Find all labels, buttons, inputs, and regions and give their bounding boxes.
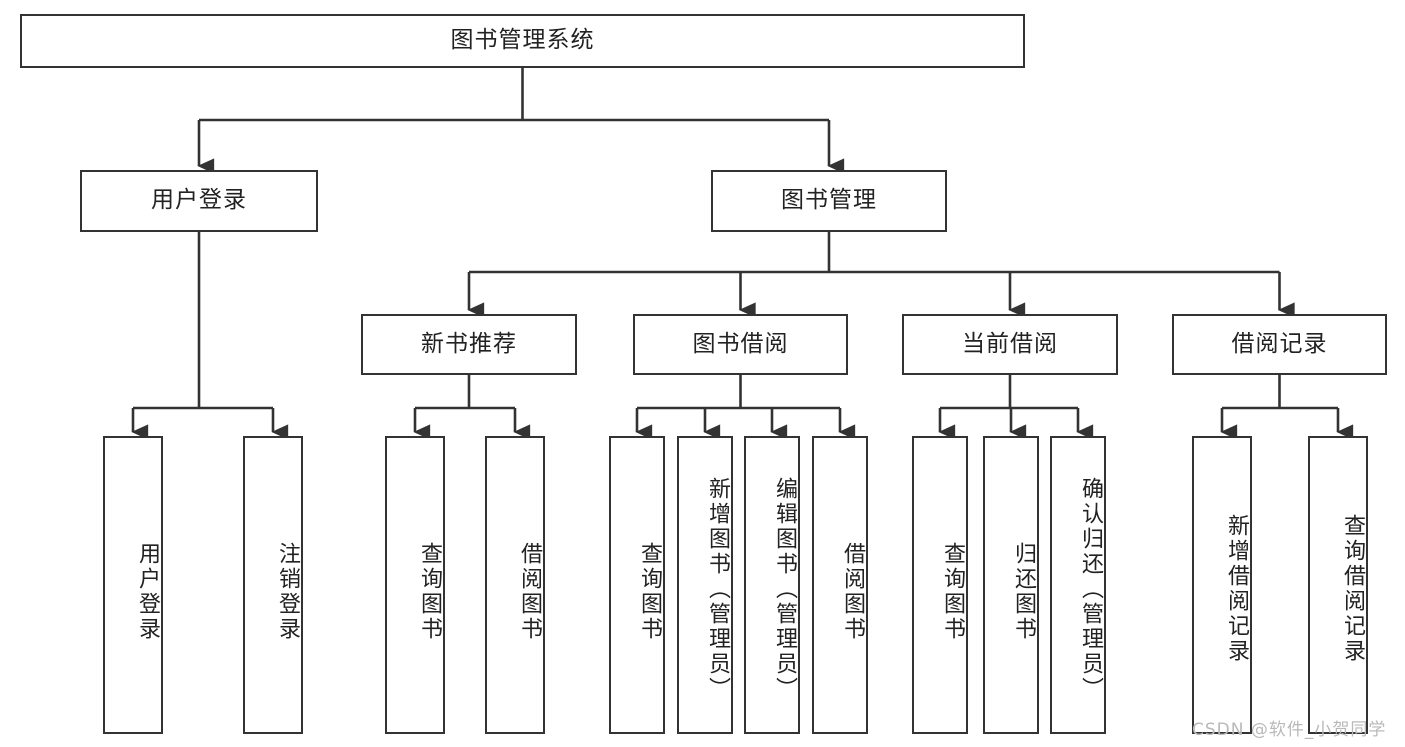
node-label: 注销登录: [275, 542, 300, 642]
level1-node-用户登录: 用户登录: [80, 170, 318, 232]
node-label: 查询图书: [637, 542, 662, 642]
leaf-node-用户登录: 用户登录: [103, 436, 163, 734]
node-label: 新增借阅记录: [1224, 514, 1249, 664]
node-label: 查询图书: [417, 542, 442, 642]
node-label: 确认归还（管理员）: [1078, 476, 1103, 702]
level2-node-图书借阅: 图书借阅: [633, 314, 848, 375]
node-label: 归还图书: [1011, 542, 1036, 642]
leaf-node-查询图书: 查询图书: [609, 436, 665, 734]
node-label: 查询借阅记录: [1340, 514, 1365, 664]
leaf-node-借阅图书: 借阅图书: [485, 436, 545, 734]
leaf-node-编辑图书管理员: 编辑图书（管理员）: [744, 436, 800, 734]
leaf-node-新增图书管理员: 新增图书（管理员）: [677, 436, 733, 734]
root-node-图书管理系统: 图书管理系统: [20, 14, 1025, 68]
node-label: 当前借阅: [962, 330, 1058, 357]
node-label: 编辑图书（管理员）: [772, 476, 797, 702]
leaf-node-查询借阅记录: 查询借阅记录: [1308, 436, 1368, 734]
node-label: 图书借阅: [692, 330, 789, 357]
level2-node-新书推荐: 新书推荐: [361, 314, 577, 375]
leaf-node-查询图书: 查询图书: [385, 436, 445, 734]
node-label: 借阅记录: [1231, 330, 1328, 357]
node-label: 图书管理: [781, 187, 877, 214]
leaf-node-注销登录: 注销登录: [243, 436, 303, 734]
leaf-node-归还图书: 归还图书: [983, 436, 1039, 734]
node-label: 查询图书: [940, 542, 965, 642]
node-label: 用户登录: [151, 187, 247, 214]
node-label: 新书推荐: [421, 330, 517, 357]
leaf-node-借阅图书: 借阅图书: [812, 436, 868, 734]
level1-node-图书管理: 图书管理: [711, 170, 947, 232]
node-label: 借阅图书: [840, 542, 865, 642]
node-label: 借阅图书: [517, 542, 542, 642]
level2-node-当前借阅: 当前借阅: [902, 314, 1118, 375]
csdn-watermark: CSDN @软件_小贺同学: [1192, 720, 1387, 740]
leaf-node-新增借阅记录: 新增借阅记录: [1192, 436, 1252, 734]
leaf-node-确认归还管理员: 确认归还（管理员）: [1050, 436, 1106, 734]
node-label: 图书管理系统: [450, 27, 595, 54]
level2-node-借阅记录: 借阅记录: [1172, 314, 1387, 375]
node-label: 用户登录: [135, 542, 160, 642]
leaf-node-查询图书: 查询图书: [912, 436, 968, 734]
node-label: 新增图书（管理员）: [705, 476, 730, 702]
